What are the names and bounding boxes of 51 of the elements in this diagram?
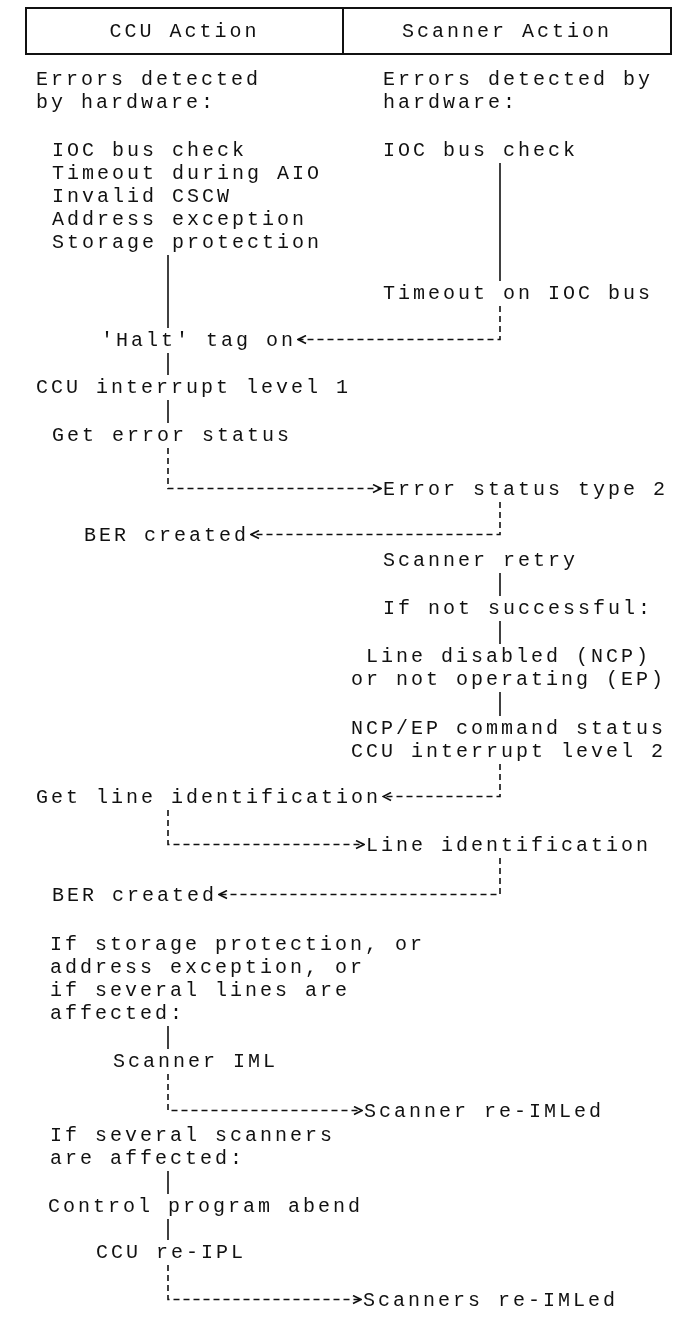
step-text: Line disabled (NCP) or not operating (EP) [351, 645, 667, 691]
step-text: Control program abend [48, 1195, 364, 1218]
step-text: Scanners re-IMLed [363, 1289, 619, 1312]
step-text: Get error status [52, 424, 293, 447]
step-text: 'Halt' tag on [101, 329, 297, 352]
step-text: Get line identification [36, 786, 382, 809]
step-text: Scanner IML [113, 1050, 279, 1073]
step-text: Timeout on IOC bus [383, 282, 654, 305]
step-text: BER created [84, 524, 250, 547]
arrow [382, 763, 501, 802]
arrow [167, 1264, 362, 1305]
arrow [167, 809, 365, 850]
connector-line [167, 1025, 169, 1050]
connector-line [167, 399, 169, 424]
step-text: Error status type 2 [383, 478, 669, 501]
step-text: Timeout during AIO [52, 162, 323, 185]
step-text: CCU interrupt level 1 [36, 376, 352, 399]
connector-line [499, 620, 501, 645]
column-heading: CCU Action [109, 19, 260, 43]
column-header [342, 7, 672, 55]
step-text: If storage protection, or address exception, or if several lines are affected: [50, 933, 426, 1025]
connector-line [499, 572, 501, 597]
arrow [297, 305, 501, 345]
connector-line [167, 352, 169, 376]
arrow [167, 447, 382, 494]
connector-line [499, 691, 501, 717]
column-heading: Scanner Action [402, 19, 612, 43]
step-text: Line identification [366, 834, 652, 857]
step-text: IOC bus check [52, 139, 249, 162]
step-text: Invalid CSCW [52, 185, 234, 208]
connector-line [167, 254, 169, 329]
column-header [25, 7, 344, 55]
section-heading: Errors detected by hardware: [36, 68, 262, 114]
step-text: Storage protection [52, 231, 323, 254]
step-text: BER created [52, 884, 218, 907]
arrow [167, 1073, 363, 1116]
step-text: IOC bus check [383, 139, 579, 162]
connector-line [167, 1170, 169, 1195]
step-text: CCU interrupt level 2 [351, 740, 667, 763]
section-heading: Errors detected by hardware: [383, 68, 654, 114]
step-text: Scanner re-IMLed [364, 1100, 605, 1123]
step-text: Address exception [52, 208, 309, 231]
step-text: If several scanners are affected: [50, 1124, 336, 1170]
arrow [250, 501, 501, 540]
step-text: NCP/EP command status [351, 717, 667, 740]
step-text: Scanner retry [383, 549, 579, 572]
connector-line [499, 162, 501, 282]
step-text: CCU re-IPL [96, 1241, 247, 1264]
step-text: If not successful: [383, 597, 654, 620]
arrow [218, 857, 501, 900]
connector-line [167, 1218, 169, 1241]
